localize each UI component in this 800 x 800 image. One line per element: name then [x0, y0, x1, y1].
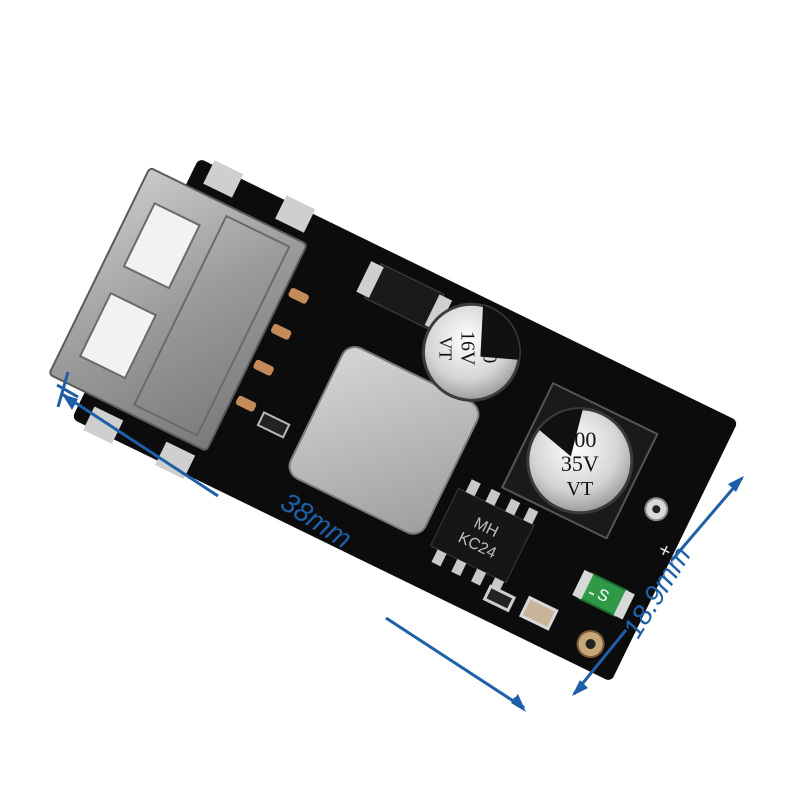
solder-pad — [154, 441, 196, 479]
cap-small-line3: VT — [435, 336, 455, 360]
usb-pin — [235, 395, 257, 412]
cap-small-line2: 16V — [456, 331, 478, 366]
smd-resistor — [482, 584, 517, 613]
ic-chip: MH KC24 — [429, 479, 539, 595]
pcb-board: 220 16V VT 100 35V VT — [49, 160, 737, 680]
cap-large-line3: VT — [566, 478, 593, 500]
solder-pad — [275, 195, 316, 233]
smd-capacitor — [518, 595, 559, 631]
capacitor-100uf: 100 35V VT — [500, 381, 659, 540]
smd-diode-green: S — [572, 569, 635, 620]
usb-connector — [49, 167, 307, 451]
usb-pin — [270, 323, 292, 340]
smd-resistor — [256, 411, 291, 439]
solder-pad — [203, 160, 244, 198]
power-inductor — [288, 346, 480, 535]
capacitor-220uf: 220 16V VT — [421, 302, 521, 402]
cap-large-line2: 35V — [561, 451, 599, 476]
cap-large-line1: 100 — [563, 427, 596, 452]
usb-pin — [288, 287, 309, 304]
usb-pin — [253, 359, 274, 376]
schottky-diode — [356, 261, 453, 332]
cap-small-line1: 220 — [478, 333, 500, 363]
